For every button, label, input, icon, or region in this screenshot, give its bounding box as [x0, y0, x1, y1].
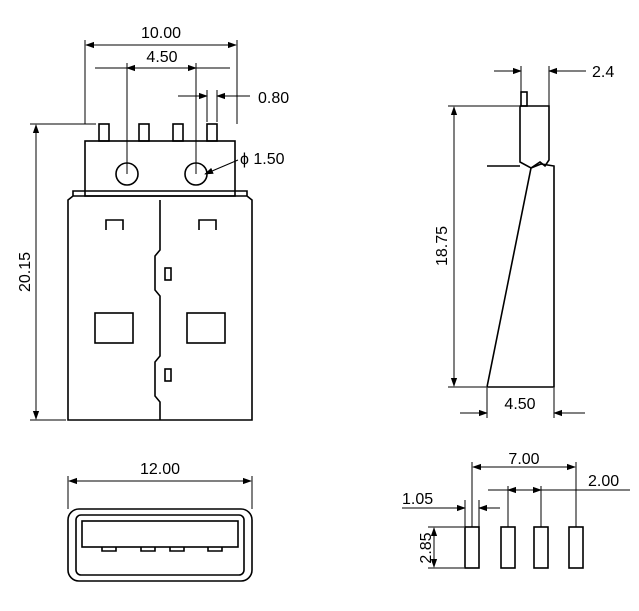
window-left [94, 312, 134, 344]
pin-4 [206, 123, 218, 142]
pcb-footprint [464, 526, 584, 569]
front-view [67, 508, 253, 582]
label-hole-diameter: ϕ 1.50 [240, 151, 285, 168]
pad-3 [533, 526, 549, 569]
side-upper-section [519, 105, 550, 169]
latch-right [198, 219, 217, 230]
label-overall-height: 20.15 [17, 252, 34, 292]
front-tongue [81, 520, 239, 548]
label-side-height: 18.75 [434, 226, 451, 266]
label-pin-spacing: 4.50 [146, 49, 177, 66]
dim-pcb-pitch: 2.00 [488, 473, 630, 527]
contact-1 [101, 547, 117, 552]
contact-4 [207, 547, 223, 552]
window-right [186, 312, 226, 344]
label-pcb-pitch: 2.00 [588, 473, 619, 490]
dim-front-width: 12.00 [67, 461, 253, 509]
pin-2 [138, 123, 150, 142]
dim-pad-width: 1.05 [402, 491, 500, 527]
front-inner [75, 514, 245, 576]
label-side-width: 4.50 [504, 396, 535, 413]
dim-side-pin: 2.4 [494, 64, 614, 106]
label-pad-height: 2.85 [418, 532, 435, 563]
shell-seam [154, 200, 161, 420]
housing-head [84, 140, 236, 197]
label-pcb-outer: 7.00 [508, 451, 539, 468]
pad-4 [568, 526, 584, 569]
dim-pcb-outer: 7.00 [471, 451, 577, 527]
pad-2 [500, 526, 516, 569]
dim-overall-height: 20.15 [17, 123, 96, 421]
pad-1 [464, 526, 480, 569]
dim-top-width: 10.00 [84, 25, 238, 124]
dim-pin-width: 0.80 [178, 90, 289, 122]
label-pad-width: 1.05 [402, 491, 433, 508]
slot-lower [164, 368, 172, 382]
contact-2 [140, 547, 156, 552]
shell-outline [67, 190, 253, 421]
side-view [486, 91, 555, 388]
dim-side-width: 4.50 [460, 388, 585, 418]
slot-upper [164, 267, 172, 281]
side-pin [520, 91, 528, 107]
side-body [486, 163, 555, 388]
dim-pin-spacing: 4.50 [95, 49, 230, 174]
contact-3 [169, 547, 185, 552]
dim-pad-height: 2.85 [418, 526, 464, 569]
dim-hole-diameter: ϕ 1.50 [204, 151, 285, 175]
pin-3 [172, 123, 184, 142]
pin-1 [98, 123, 110, 142]
label-side-pin: 2.4 [592, 64, 614, 81]
label-top-width: 10.00 [141, 25, 181, 42]
label-pin-width: 0.80 [258, 90, 289, 107]
latch-left [105, 219, 124, 230]
dim-side-height: 18.75 [434, 105, 519, 388]
front-outer [67, 508, 253, 582]
label-front-width: 12.00 [140, 461, 180, 478]
top-view [67, 123, 253, 421]
